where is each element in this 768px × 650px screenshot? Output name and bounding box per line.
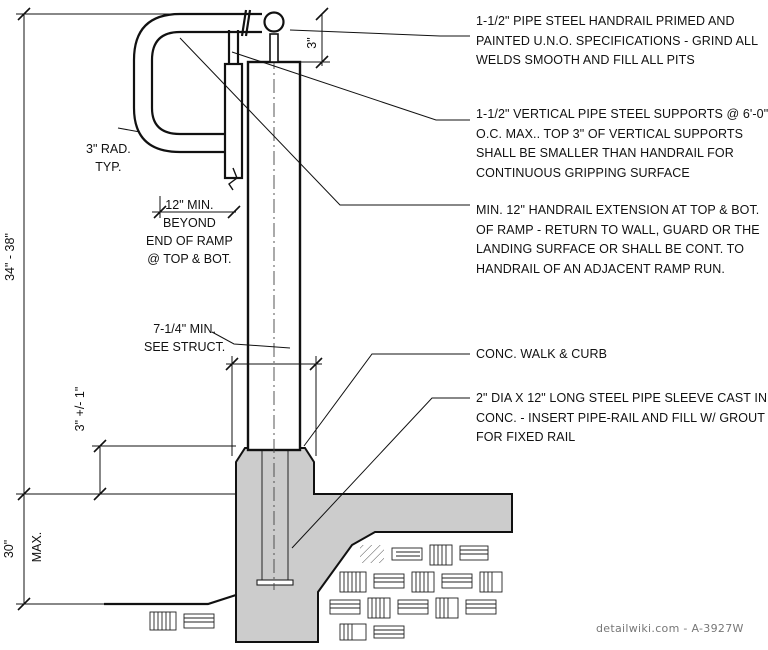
label-line: SEE STRUCT. bbox=[144, 340, 226, 354]
earth-hatch bbox=[149, 544, 503, 641]
note-line: CONC. WALK & CURB bbox=[476, 347, 608, 361]
note-line: MIN. 12" HANDRAIL EXTENSION AT TOP & BOT… bbox=[476, 203, 760, 217]
label-line: BEYOND bbox=[163, 216, 216, 230]
note-line: CONTINUOUS GRIPPING SURFACE bbox=[476, 165, 690, 180]
label-line: 3" RAD. bbox=[86, 142, 131, 156]
concrete-walk-and-curb bbox=[235, 447, 513, 643]
handrail-return bbox=[223, 30, 244, 191]
label-line: END OF RAMP bbox=[146, 234, 233, 248]
label-line: 12" MIN. bbox=[165, 198, 214, 212]
note-line: HANDRAIL OF AN ADJACENT RAMP RUN. bbox=[476, 261, 725, 276]
dimension-lines bbox=[16, 7, 330, 611]
note-line: FOR FIXED RAIL bbox=[476, 430, 576, 444]
note-line: 2" DIA X 12" LONG STEEL PIPE SLEEVE CAST… bbox=[476, 391, 768, 405]
credit-watermark: detailwiki.com - A-3927W bbox=[596, 622, 744, 635]
note-line: OF RAMP - RETURN TO WALL, GUARD OR THE bbox=[476, 222, 760, 237]
note-line: O.C. MAX.. TOP 3" OF VERTICAL SUPPORTS bbox=[476, 126, 744, 141]
label-line: TYP. bbox=[95, 160, 122, 174]
note-extension: MIN. 12" HANDRAIL EXTENSION AT TOP & BOT… bbox=[476, 201, 760, 279]
note-sleeve: 2" DIA X 12" LONG STEEL PIPE SLEEVE CAST… bbox=[476, 389, 768, 448]
note-supports: 1-1/2" VERTICAL PIPE STEEL SUPPORTS @ 6'… bbox=[476, 105, 768, 183]
radius-label: 3" RAD. TYP. bbox=[86, 140, 131, 176]
grade-line bbox=[104, 593, 237, 606]
note-line: CONC. - INSERT PIPE-RAIL AND FILL W/ GRO… bbox=[476, 410, 765, 425]
note-line: 1-1/2" VERTICAL PIPE STEEL SUPPORTS @ 6'… bbox=[476, 107, 768, 121]
note-line: PAINTED U.N.O. SPECIFICATIONS - GRIND AL… bbox=[476, 33, 759, 48]
note-line: SHALL BE SMALLER THAN HANDRAIL FOR bbox=[476, 146, 734, 160]
dimension-depth-qualifier: MAX. bbox=[30, 531, 44, 563]
note-walk: CONC. WALK & CURB bbox=[476, 345, 756, 365]
leader-lines bbox=[117, 29, 470, 549]
dimension-depth-value: 30" bbox=[2, 539, 16, 559]
label-line: @ TOP & BOT. bbox=[147, 252, 232, 266]
dimension-top-gap: 3" bbox=[305, 37, 319, 49]
vertical-support-post bbox=[246, 11, 302, 590]
note-line: 1-1/2" PIPE STEEL HANDRAIL PRIMED AND bbox=[476, 14, 735, 28]
beyond-label: 12" MIN. BEYOND END OF RAMP @ TOP & BOT. bbox=[146, 196, 233, 268]
note-line: LANDING SURFACE OR SHALL BE CONT. TO bbox=[476, 242, 745, 256]
struct-label: 7-1/4" MIN. SEE STRUCT. bbox=[144, 320, 225, 356]
pipe-sleeve bbox=[256, 450, 294, 586]
dimension-curb: 3" +/- 1" bbox=[73, 386, 87, 432]
dimension-height: 34" - 38" bbox=[3, 233, 17, 281]
note-line: WELDS SMOOTH AND FILL ALL PITS bbox=[476, 53, 695, 67]
note-handrail: 1-1/2" PIPE STEEL HANDRAIL PRIMED AND PA… bbox=[476, 12, 759, 71]
label-line: 7-1/4" MIN. bbox=[153, 322, 217, 336]
